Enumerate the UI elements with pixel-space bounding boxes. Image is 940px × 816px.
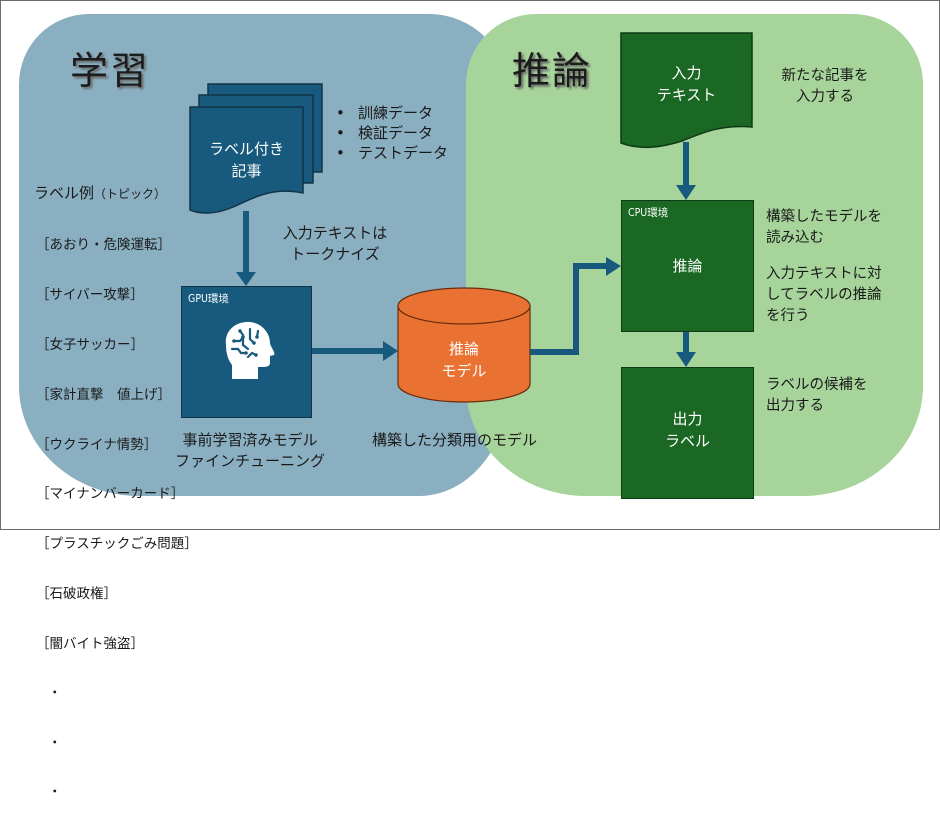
input-note-line1: 新たな記事を [781,68,869,84]
dataset-item: 訓練データ [330,103,448,123]
label-example-item: ［家計直撃 値上げ］ [36,386,171,403]
label-examples: ラベル例（トピック） ［あおり・危険運転］ ［サイバー攻撃］ ［女子サッカー］ … [34,151,198,816]
cpu-note-infer: 入力テキストに対 してラベルの推論 を行う [766,264,882,327]
cpu-note-infer-line1: 入力テキストに対 [766,266,882,282]
input-note-line2: 入力する [796,89,854,105]
document-front [189,106,304,214]
labeled-documents-line2: 記事 [231,162,262,180]
label-examples-heading: ラベル例（トピック） [34,184,198,204]
ellipsis-dot: ・ [48,685,62,702]
label-example-item: ［マイナンバーカード］ [36,486,185,503]
label-examples-heading-text: ラベル例 [34,184,95,203]
cpu-note-load-line1: 構築したモデルを [766,209,882,225]
tokenize-note-line1: 入力テキストは [282,224,388,242]
label-example-item: ［女子サッカー］ [36,336,144,353]
label-example-item: ［石破政権］ [36,585,117,602]
output-note-line1: ラベルの候補を [766,377,868,393]
labeled-documents-shape [189,83,323,214]
cpu-environment-box: CPU環境 推論 [621,200,754,332]
inference-title: 推論 [512,49,593,93]
ellipsis-dot: ・ [48,734,62,751]
output-note-line2: 出力する [766,398,824,414]
finetune-caption-line2: ファインチューニング [174,452,325,470]
input-text-line2: テキスト [656,86,717,104]
cpu-note-load: 構築したモデルを 読み込む [766,207,882,249]
label-example-item: ［あおり・危険運転］ [36,237,171,254]
arrow-gpu-to-model [311,341,398,361]
learning-title: 学習 [70,49,151,93]
dataset-list: 訓練データ 検証データ テストデータ [330,103,448,163]
gpu-env-label: GPU環境 [188,293,229,305]
tokenize-note-line2: トークナイズ [290,245,380,263]
label-example-item: ［ウクライナ情勢］ [36,436,158,453]
cpu-note-infer-line2: してラベルの推論 [766,287,882,303]
inference-label: 推論 [672,257,703,275]
finetune-caption-line1: 事前学習済みモデル [182,431,318,449]
model-caption: 構築した分類用のモデル [372,431,538,449]
label-examples-heading-note: （トピック） [94,187,167,202]
gpu-environment-box: GPU環境 [181,286,312,418]
cpu-env-label: CPU環境 [628,207,669,219]
ellipsis-dot: ・ [48,783,62,800]
finetune-caption: 事前学習済みモデル ファインチューニング [160,430,340,472]
model-label: 推論 モデル [398,338,530,382]
arrow-cpu-to-output [676,331,696,367]
tokenize-note: 入力テキストは トークナイズ [270,223,400,265]
labeled-documents-line1: ラベル付き [208,140,284,158]
input-text-line1: 入力 [671,64,702,82]
labeled-documents-label: ラベル付き 記事 [190,138,303,182]
model-label-line2: モデル [441,362,487,380]
dataset-item: 検証データ [330,123,448,143]
input-note: 新たな記事を 入力する [770,66,880,108]
output-note: ラベルの候補を 出力する [766,375,868,417]
label-example-item: ［闇バイト強盗］ [36,635,144,652]
dataset-item: テストデータ [330,143,448,163]
label-example-item: ［プラスチックごみ問題］ [36,536,198,553]
arrow-model-to-cpu [530,257,621,355]
model-cylinder [397,287,531,403]
brain-head-icon [225,321,275,379]
model-label-line1: 推論 [448,340,479,358]
output-label-line2: ラベル [664,432,710,450]
output-label-box: 出力 ラベル [621,367,754,499]
arrow-input-to-cpu [676,142,696,200]
input-text-document [620,32,753,149]
output-label-line1: 出力 [672,410,703,428]
arrow-docs-to-gpu [236,211,256,286]
label-example-item: ［サイバー攻撃］ [36,287,144,304]
input-text-label: 入力 テキスト [621,62,752,106]
cpu-note-infer-line3: を行う [766,308,810,324]
cpu-note-load-line2: 読み込む [766,230,824,246]
shapes-layer [189,32,753,403]
